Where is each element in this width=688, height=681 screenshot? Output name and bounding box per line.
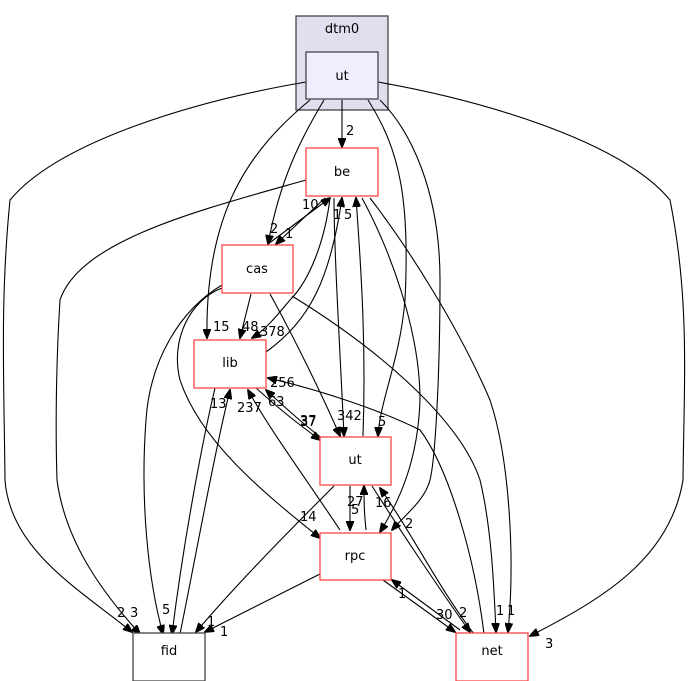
edge-label: 3 xyxy=(130,606,138,621)
node-ut[interactable]: ut xyxy=(319,436,392,486)
edge-ut-net xyxy=(371,485,470,632)
edge-cas-ut xyxy=(269,293,340,436)
node-label: net xyxy=(481,644,502,659)
edge-net-rpc xyxy=(392,580,461,631)
edge-label: 5 xyxy=(344,208,352,223)
cluster-dtm0-label: dtm0 xyxy=(325,22,359,37)
edge-be-cas xyxy=(276,197,326,244)
edge-label: 5 xyxy=(162,603,170,618)
edge-lib-be xyxy=(265,198,342,353)
node-net[interactable]: net xyxy=(455,632,529,681)
edge-fid-lib xyxy=(179,390,230,635)
edge-dtm0ut-ut xyxy=(367,99,407,436)
edge-dtm0ut-cas xyxy=(268,99,325,244)
edge-dtm0ut-lib xyxy=(207,99,311,338)
edge-label: 342 xyxy=(337,409,362,424)
edge-label: 1 xyxy=(333,208,341,223)
edges: 2 2 15 5 2 2 3 1 378 342 3 1 xyxy=(2,81,686,652)
edge-cas-net xyxy=(291,295,496,632)
node-label: be xyxy=(334,165,350,180)
edge-label: 2 xyxy=(117,606,125,621)
edge-rpc-lib xyxy=(248,390,341,531)
edge-label: 5 xyxy=(351,503,359,518)
edge-cas-fid xyxy=(143,284,223,634)
edge-label: 1 xyxy=(507,604,515,619)
edge-be-fid xyxy=(55,179,307,634)
node-label: cas xyxy=(246,262,268,277)
node-fid[interactable]: fid xyxy=(132,632,206,681)
edge-be-rpc xyxy=(361,197,421,532)
edge-label: 256 xyxy=(270,376,295,391)
edge-be-net xyxy=(369,197,511,632)
node-label: fid xyxy=(161,644,177,659)
edge-label: 2 xyxy=(270,222,278,237)
edge-lib-ut xyxy=(255,387,320,440)
edge-label: 2 xyxy=(346,124,354,139)
edge-label: 1 xyxy=(496,604,504,619)
node-dtm0-ut[interactable]: ut xyxy=(305,51,379,100)
edge-label: 37 xyxy=(300,415,317,430)
node-label: lib xyxy=(222,356,237,371)
node-label: ut xyxy=(348,453,361,468)
edge-label: 1 xyxy=(285,227,293,242)
edge-label: 2 xyxy=(405,517,413,532)
edge-label: 1 xyxy=(207,615,215,630)
node-label: rpc xyxy=(345,549,366,564)
edge-label: 2 xyxy=(459,606,467,621)
node-be[interactable]: be xyxy=(305,147,379,197)
edge-label: 3 xyxy=(545,637,553,652)
node-label: ut xyxy=(335,69,348,84)
edge-rpc-net xyxy=(382,579,455,632)
edge-label: 27 xyxy=(347,495,364,510)
edge-label: 48 xyxy=(242,320,259,335)
edge-rpc-fid xyxy=(205,573,321,632)
edge-label: 237 xyxy=(237,401,262,416)
edge-cas-rpc xyxy=(176,287,320,538)
node-lib[interactable]: lib xyxy=(193,339,267,389)
node-cas[interactable]: cas xyxy=(221,244,294,294)
edge-label: 63 xyxy=(268,395,285,410)
edge-lib-fid xyxy=(172,387,216,634)
edge-cas-be xyxy=(267,198,330,245)
edge-ut-be xyxy=(356,198,365,437)
edge-label: 5 xyxy=(378,415,386,430)
edge-label: 14 xyxy=(300,510,317,525)
edge-net-lib xyxy=(268,378,485,635)
edge-label: 13 xyxy=(210,397,227,412)
edge-label: 15 xyxy=(213,320,230,335)
edge-net-ut xyxy=(380,488,475,635)
edge-dtm0ut-fid xyxy=(2,81,307,632)
node-rpc[interactable]: rpc xyxy=(319,532,392,581)
edge-be-ut xyxy=(333,197,344,436)
edge-rpc-ut xyxy=(364,486,366,531)
edge-label: 1 xyxy=(398,587,406,602)
edge-dtm0ut-rpc xyxy=(379,99,441,530)
edge-dtm0ut-net xyxy=(377,81,686,636)
edge-label: 30 xyxy=(436,608,453,623)
edge-cas-lib xyxy=(240,293,252,338)
edge-label: 1 xyxy=(220,625,228,640)
edge-label: 37 xyxy=(300,414,317,429)
edge-ut-fid xyxy=(196,485,335,632)
edge-label: 378 xyxy=(260,325,285,340)
edge-label: 16 xyxy=(375,496,392,511)
edge-label: 10 xyxy=(302,198,319,213)
